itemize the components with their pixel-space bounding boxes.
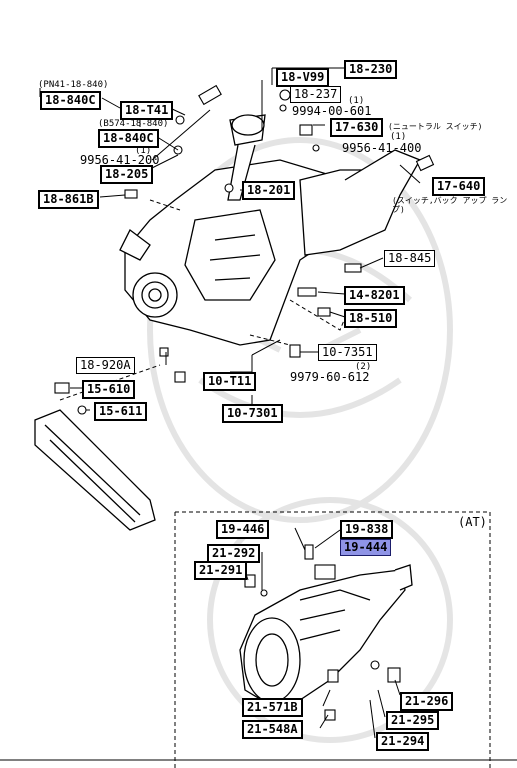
note-pn41-18-840: (PN41-18-840) [38, 80, 109, 90]
part-label-19-444[interactable]: 19-444 [340, 539, 392, 556]
note-b574-18-840: (B574-18-840) [98, 119, 169, 129]
small-parts [54, 84, 435, 721]
part-label-21-291[interactable]: 21-291 [194, 561, 248, 580]
part-label-18-205[interactable]: 18-205 [100, 165, 154, 184]
part-label-18-920a[interactable]: 18-920A [76, 357, 135, 374]
part-label-18-v99[interactable]: 18-V99 [276, 68, 330, 87]
part-label-21-292[interactable]: 21-292 [207, 544, 261, 563]
at-section-label: (AT) [458, 515, 487, 529]
part-label-10-t11[interactable]: 10-T11 [203, 372, 257, 391]
manual-transmission-drawing [119, 114, 421, 346]
part-label-9994-00-601[interactable]: 9994-00-601 [292, 104, 372, 118]
part-label-15-611[interactable]: 15-611 [94, 402, 148, 421]
part-label-18-201[interactable]: 18-201 [242, 181, 296, 200]
part-label-10-7301[interactable]: 10-7301 [222, 404, 283, 423]
part-label-18-840c-a[interactable]: 18-840C [40, 91, 101, 110]
part-label-9956-41-400[interactable]: 9956-41-400 [342, 141, 422, 155]
leader-lines [39, 67, 421, 739]
part-label-18-840c-b[interactable]: 18-840C [98, 129, 159, 148]
part-label-21-294[interactable]: 21-294 [376, 732, 430, 751]
quantity-9956-41-200: (1) [135, 146, 152, 156]
quantity-18-237: (1) [348, 96, 365, 106]
part-label-19-446[interactable]: 19-446 [216, 520, 270, 539]
part-label-21-296[interactable]: 21-296 [400, 692, 454, 711]
quantity-9979-60-612: (2) [355, 362, 372, 372]
part-label-9956-41-200[interactable]: 9956-41-200 [80, 153, 160, 167]
quantity-9956-41-400: (1) [390, 132, 407, 142]
part-label-18-510[interactable]: 18-510 [344, 309, 398, 328]
oil-pan-drawing [34, 409, 156, 531]
part-label-17-640[interactable]: 17-640 [432, 177, 486, 196]
part-label-14-8201[interactable]: 14-8201 [344, 286, 405, 305]
automatic-transmission-drawing [239, 564, 413, 706]
part-label-18-t41[interactable]: 18-T41 [120, 101, 174, 120]
note-17-640: (スイッチ,バック アップ ランプ) [392, 196, 508, 214]
part-label-18-845[interactable]: 18-845 [384, 250, 436, 267]
part-label-19-838[interactable]: 19-838 [340, 520, 394, 539]
part-label-10-7351[interactable]: 10-7351 [318, 344, 377, 361]
part-label-21-295[interactable]: 21-295 [386, 711, 440, 730]
part-label-18-861b[interactable]: 18-861B [38, 190, 99, 209]
part-label-9979-60-612[interactable]: 9979-60-612 [290, 370, 370, 384]
part-label-21-571b[interactable]: 21-571B [242, 698, 303, 717]
part-label-18-230[interactable]: 18-230 [344, 60, 398, 79]
note-17-630: (ニュートラル スイッチ) [388, 122, 483, 131]
part-label-21-548a[interactable]: 21-548A [242, 720, 303, 739]
part-label-17-630[interactable]: 17-630 [330, 118, 384, 137]
part-label-15-610[interactable]: 15-610 [82, 380, 136, 399]
part-label-18-237[interactable]: 18-237 [290, 86, 342, 103]
